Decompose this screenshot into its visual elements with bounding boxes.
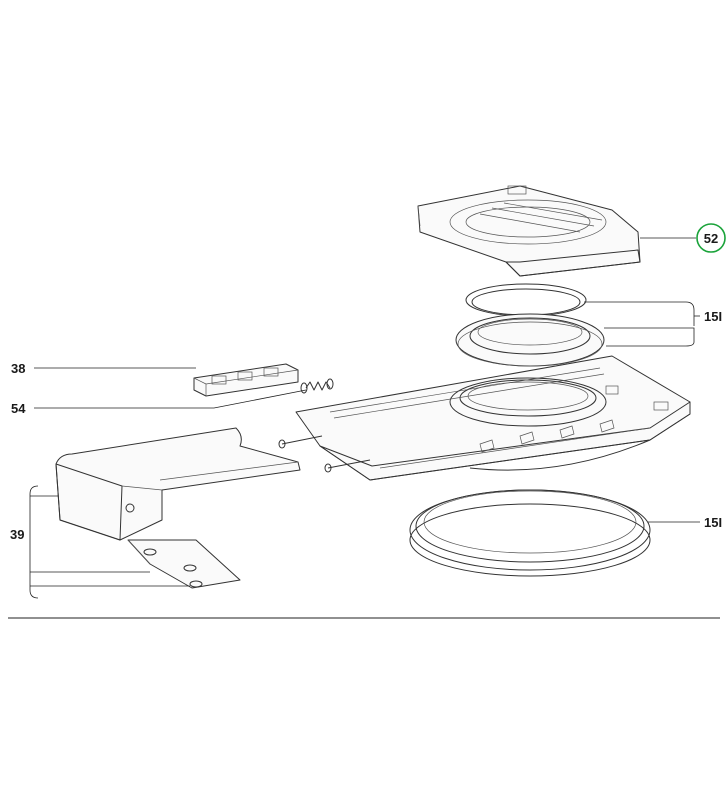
- label-15-upper[interactable]: 15I: [704, 309, 722, 324]
- label-52[interactable]: 52: [704, 231, 718, 246]
- part-38-bracket[interactable]: [193, 363, 299, 397]
- label-54[interactable]: 54: [11, 401, 26, 416]
- part-15-lower-seal[interactable]: [409, 489, 651, 577]
- main-base-plate[interactable]: [278, 355, 691, 481]
- part-15-upper-seal[interactable]: [455, 313, 605, 367]
- part-15-upper-ring[interactable]: [465, 283, 587, 317]
- part-54-spring[interactable]: [300, 378, 334, 394]
- part-52-cover-plate[interactable]: [417, 185, 641, 277]
- label-39[interactable]: 39: [10, 527, 24, 542]
- label-38[interactable]: 38: [11, 361, 25, 376]
- part-39-slider-handle[interactable]: [55, 427, 301, 541]
- highlight-circle: [696, 223, 726, 253]
- part-39-clip-plate[interactable]: [127, 539, 241, 589]
- label-15-lower[interactable]: 15I: [704, 515, 722, 530]
- leader-lines: [29, 237, 700, 599]
